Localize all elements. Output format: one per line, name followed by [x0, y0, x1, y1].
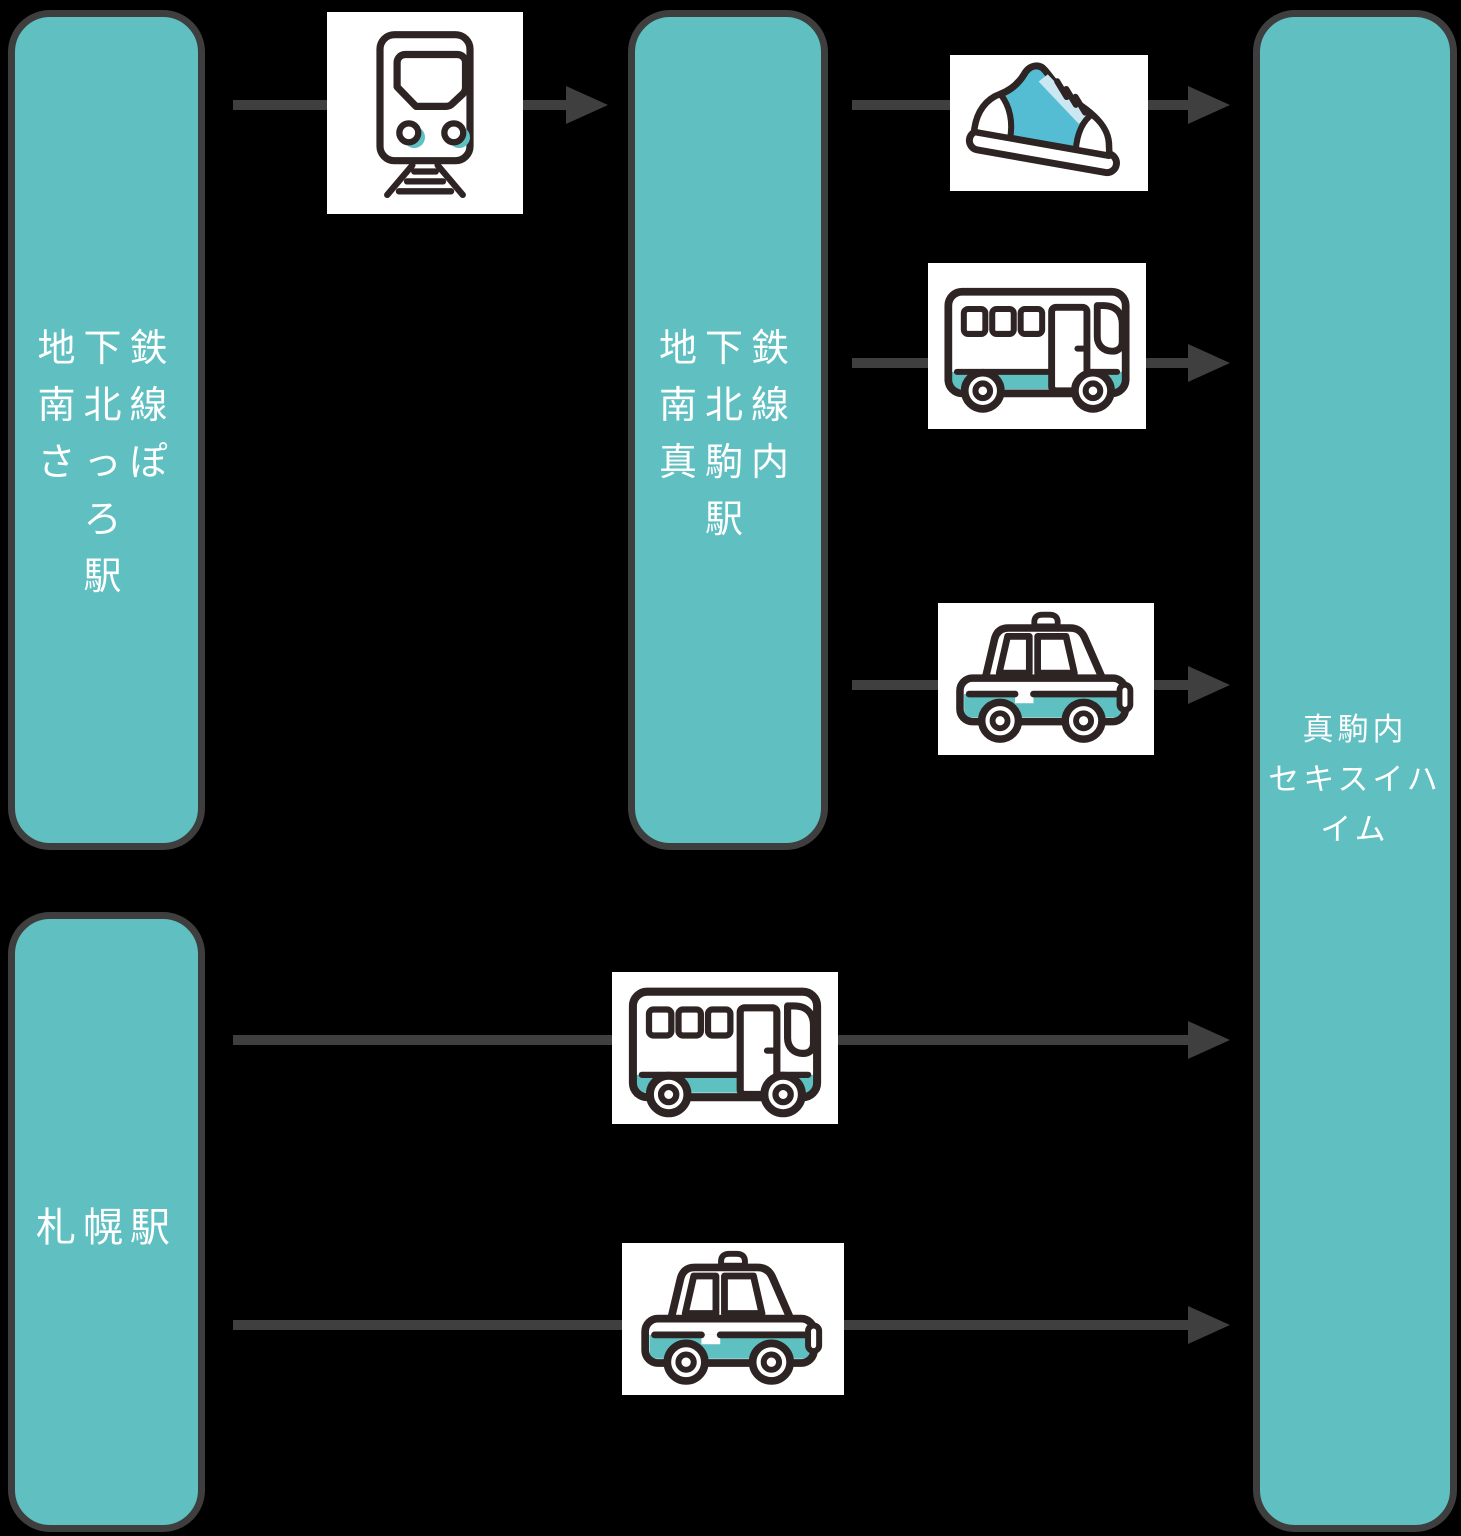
node-label-line: 南北線	[658, 383, 797, 427]
bus-icon	[612, 972, 838, 1124]
node-label: 真駒内 セキスイハ イム	[1260, 17, 1450, 855]
node-label-line: 地下鉄	[37, 326, 176, 370]
node-makomanai-sekisui-heim: 真駒内 セキスイハ イム	[1253, 10, 1457, 1532]
train-icon	[327, 12, 523, 214]
node-subway-namboku-sapporo-station: 地下鉄 南北線 さっぽろ 駅	[8, 10, 205, 850]
node-label-line: 地下鉄	[658, 326, 797, 370]
walking-shoe-icon	[950, 55, 1148, 191]
node-label: 地下鉄 南北線 真駒内 駅	[635, 17, 821, 548]
node-label-line: 南北線	[37, 383, 176, 427]
node-label-line: セキスイハ	[1268, 762, 1442, 798]
node-label: 札幌駅	[15, 919, 198, 1257]
node-label-line: 真駒内	[658, 440, 797, 484]
node-label-line: 駅	[83, 554, 130, 598]
taxi-icon	[622, 1243, 844, 1395]
node-label-line: 駅	[704, 497, 751, 541]
arrow-head-bus-route-from-makomanai	[1188, 344, 1230, 382]
arrow-head-bus-route-from-sapporo	[1188, 1021, 1230, 1059]
taxi-icon	[938, 603, 1154, 755]
arrow-head-taxi-route-from-makomanai	[1188, 666, 1230, 704]
node-label-line: さっぽろ	[37, 440, 176, 541]
bus-icon	[928, 263, 1146, 429]
arrow-head-walk-route	[1188, 86, 1230, 124]
node-label-line: 札幌駅	[36, 1205, 177, 1251]
arrow-head-taxi-route-from-sapporo	[1188, 1306, 1230, 1344]
node-label-line: 真駒内	[1302, 712, 1408, 748]
arrow-head-train-route	[566, 86, 608, 124]
node-label: 地下鉄 南北線 さっぽろ 駅	[15, 17, 198, 605]
node-subway-namboku-makomanai-station: 地下鉄 南北線 真駒内 駅	[628, 10, 828, 850]
node-label-line: イム	[1320, 812, 1390, 848]
node-sapporo-station: 札幌駅	[8, 912, 205, 1532]
